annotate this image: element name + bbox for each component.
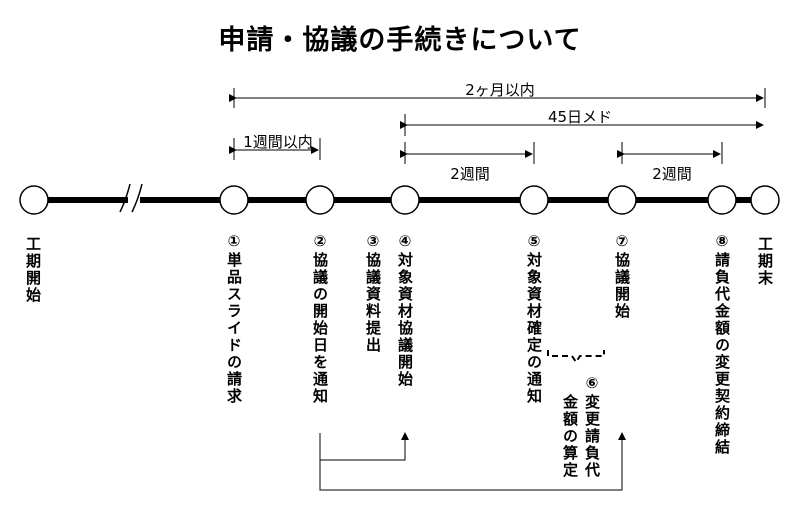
brace-step-6 [547, 350, 605, 364]
node-start [19, 185, 49, 215]
label-step-7: ⑦協議開始 [613, 232, 631, 320]
node-step-4 [390, 185, 420, 215]
node-step-5 [519, 185, 549, 215]
label-step-8: ⑧請負代金額の変更契約締結 [713, 232, 731, 456]
span-label-two-weeks-a: 2週間 [450, 165, 490, 183]
flow-arrow-2-to-4 [319, 432, 409, 461]
timeline-break-mark [119, 183, 131, 213]
label-step-2: ②協議の開始日を通知 [311, 232, 329, 405]
node-end [750, 185, 780, 215]
span-label-one-week: 1週間以内 [243, 133, 313, 151]
timeline-break-mark-2 [131, 183, 143, 213]
span-label-45-days: 45日メド [547, 108, 613, 126]
page-title: 申請・協議の手続きについて [218, 25, 582, 56]
label-step-6-line1: ⑥変更請負代 [583, 374, 601, 479]
node-step-8 [707, 185, 737, 215]
span-label-two-months: 2ヶ月以内 [465, 81, 535, 99]
flow-arrow-2-to-7 [319, 432, 626, 491]
label-step-6-line2: 金額の算定 [561, 394, 579, 479]
label-step-1: ①単品スライドの請求 [225, 232, 243, 405]
node-step-2 [305, 185, 335, 215]
node-step-7 [607, 185, 637, 215]
label-start: 工期開始 [24, 236, 42, 304]
node-step-1 [219, 185, 249, 215]
span-label-two-weeks-b: 2週間 [652, 165, 692, 183]
label-step-3: ③協議資料提出 [364, 232, 382, 354]
label-end: 工期末 [756, 236, 774, 287]
label-step-5: ⑤対象資材確定の通知 [525, 232, 543, 405]
label-step-4: ④対象資材協議開始 [396, 232, 414, 388]
